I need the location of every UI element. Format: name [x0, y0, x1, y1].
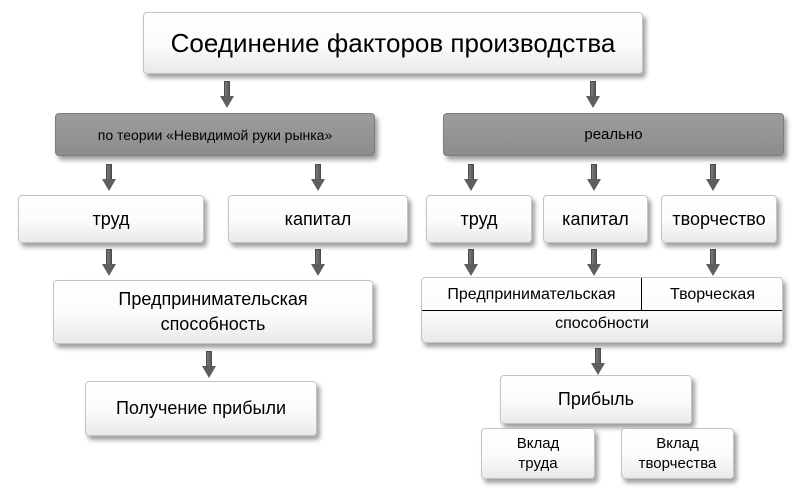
abilities-bottom-label: способности [555, 315, 649, 332]
left-profit-label: Получение прибыли [115, 398, 287, 418]
arrow-down-icon [311, 164, 325, 192]
arrow-down-icon [586, 81, 600, 109]
arrow-down-icon [706, 249, 720, 277]
contribution-creativity-box: Вклад творчества [621, 428, 734, 479]
left-capital-label: капитал [284, 208, 352, 229]
right-labor-label: труд [460, 208, 498, 229]
right-capital-box: капитал [543, 195, 648, 243]
left-capital-box: капитал [228, 195, 408, 243]
right-creativity-box: творчество [661, 195, 777, 243]
arrow-down-icon [464, 164, 478, 192]
arrow-down-icon [587, 164, 601, 192]
arrow-down-icon [220, 81, 234, 109]
right-labor-box: труд [426, 195, 532, 243]
left-branch-header-label: по теории «Невидимой руки рынка» [97, 126, 333, 143]
abilities-divider-horizontal [422, 310, 782, 311]
abilities-creative-label: Творческая [670, 286, 755, 303]
contribution-creativity-line2: творчества [638, 454, 717, 472]
left-entrepreneurial-line1: Предпринимательская [118, 289, 308, 309]
left-profit-box: Получение прибыли [85, 381, 317, 436]
arrow-down-icon [464, 249, 478, 277]
right-creativity-label: творчество [672, 208, 766, 229]
left-labor-box: труд [18, 195, 204, 243]
left-labor-label: труд [92, 208, 130, 229]
arrow-down-icon [202, 351, 216, 379]
diagram-title-box: Соединение факторов производства [143, 12, 643, 74]
abilities-entrepreneurial-label: Предпринимательская [447, 286, 616, 303]
arrow-down-icon [706, 164, 720, 192]
right-profit-label: Прибыль [557, 389, 635, 409]
right-branch-header-label: реально [584, 126, 643, 143]
arrow-down-icon [102, 249, 116, 277]
diagram-title: Соединение факторов производства [170, 27, 616, 58]
right-abilities-box: Предпринимательская Творческая способнос… [421, 277, 783, 343]
contribution-labor-line2: труда [518, 454, 558, 472]
arrow-down-icon [591, 348, 605, 376]
abilities-divider-vertical [641, 278, 642, 311]
right-capital-label: капитал [562, 208, 629, 229]
contribution-creativity-line1: Вклад [656, 434, 699, 452]
arrow-down-icon [311, 249, 325, 277]
arrow-down-icon [102, 164, 116, 192]
contribution-labor-line1: Вклад [516, 434, 560, 452]
right-profit-box: Прибыль [500, 375, 692, 424]
right-branch-header: реально [443, 113, 784, 156]
left-entrepreneurial-ability-box: Предпринимательская способность [53, 280, 373, 344]
contribution-labor-box: Вклад труда [481, 428, 595, 479]
left-branch-header: по теории «Невидимой руки рынка» [55, 113, 375, 156]
arrow-down-icon [587, 249, 601, 277]
left-entrepreneurial-line2: способность [160, 314, 266, 334]
